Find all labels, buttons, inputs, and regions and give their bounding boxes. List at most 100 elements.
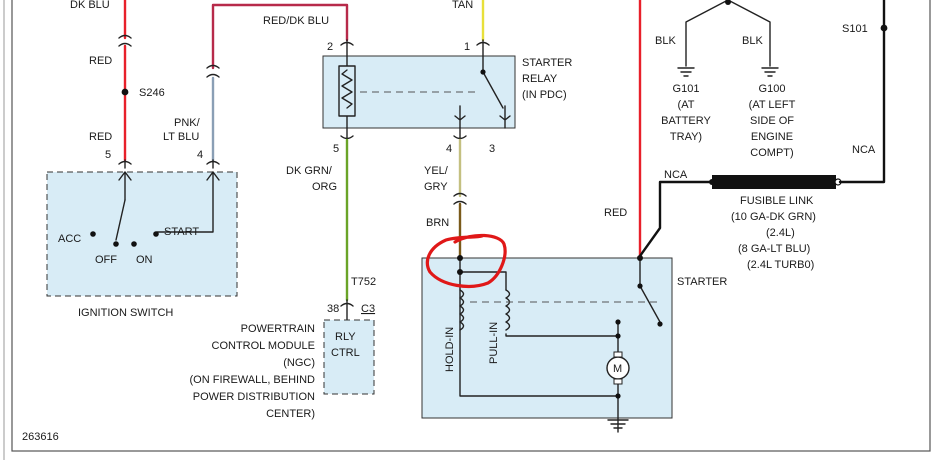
pcm-line2: CONTROL MODULE xyxy=(212,340,316,352)
relay-coil xyxy=(338,55,356,129)
wire-label-gry: GRY xyxy=(424,181,448,193)
relay-pin-1-conn xyxy=(476,39,490,57)
blk-left-label: BLK xyxy=(655,35,676,47)
hand-drawn-annotation xyxy=(425,233,507,288)
relay-pin-3-label: 3 xyxy=(489,143,495,155)
pcm-description: POWERTRAIN CONTROL MODULE (NGC) (ON FIRE… xyxy=(190,323,316,420)
wire-label-pnk: PNK/ xyxy=(174,117,201,129)
starter-node-mid xyxy=(457,269,463,275)
pcm-pin-conn xyxy=(340,299,354,321)
wire-label-red-dk-blu: RED/DK BLU xyxy=(263,15,329,27)
g101-line1: (AT xyxy=(678,99,695,111)
starter-section: HOLD-IN PULL-IN M STARTER xyxy=(421,255,727,433)
g100-line2: SIDE OF xyxy=(750,115,794,127)
fusible-line3: (2.4L) xyxy=(766,227,795,239)
wire-label-yel: YEL/ xyxy=(424,165,449,177)
wire-label-brn: BRN xyxy=(426,217,449,229)
relay-name-2: RELAY xyxy=(522,73,558,85)
g101-ground-icon xyxy=(677,67,695,77)
pcm-line3: (NGC) xyxy=(283,357,315,369)
splice-s246 xyxy=(121,88,129,96)
connector-break-yel xyxy=(453,192,467,205)
g101-label: G101 xyxy=(673,83,700,95)
ground-junction xyxy=(725,0,731,5)
fusible-line1: FUSIBLE LINK xyxy=(740,195,814,207)
hold-in-coil xyxy=(459,289,465,331)
nca-left-label: NCA xyxy=(664,169,688,181)
pcm-line1: POWERTRAIN xyxy=(241,323,315,335)
pcm-conn-label: C3 xyxy=(361,303,375,315)
pin-connector-4 xyxy=(206,159,220,169)
pcm-line6: CENTER) xyxy=(266,408,315,420)
contact-acc xyxy=(90,231,96,237)
wire-label-red-lower: RED xyxy=(89,131,112,143)
starter-node-m3 xyxy=(615,393,621,399)
blk-right-label: BLK xyxy=(742,35,763,47)
wire-nca-to-fuse xyxy=(638,180,714,258)
top-label-dk-blu: DK BLU xyxy=(70,0,110,11)
connector-break-pnk xyxy=(206,64,220,78)
relay-coil-zigzag xyxy=(341,69,353,109)
g100-line4: COMPT) xyxy=(750,147,793,159)
wire-label-lt-blu: LT BLU xyxy=(163,131,199,143)
switch-label-on: ON xyxy=(136,254,153,266)
splice-label-s246: S246 xyxy=(139,87,165,99)
ignition-switch-box xyxy=(46,171,238,297)
pcm-box-line1: RLY xyxy=(335,331,356,343)
relay-name-1: STARTER xyxy=(522,57,572,69)
fusible-link xyxy=(712,175,836,189)
contact-off xyxy=(113,241,119,247)
ground-wires xyxy=(685,0,771,67)
g101-line2: BATTERY xyxy=(661,115,711,127)
switch-label-start: START xyxy=(164,226,199,238)
connector-break-red xyxy=(118,34,132,47)
relay-pin-2-label: 2 xyxy=(327,41,333,53)
starter-battery-node xyxy=(637,255,643,261)
relay-name-3: (IN PDC) xyxy=(522,89,567,101)
relay-pin-5-label: 5 xyxy=(333,143,339,155)
contact-on xyxy=(131,241,137,247)
pin-connector-5 xyxy=(118,159,132,169)
starter-ground-icon xyxy=(607,419,629,433)
pcm-section: T752 38 C3 RLY CTRL POWERTRAIN CONTROL M… xyxy=(190,276,377,420)
starter-node-m1 xyxy=(615,319,621,325)
g100-line3: ENGINE xyxy=(751,131,793,143)
wire-label-red-upper: RED xyxy=(89,55,112,67)
pcm-line5: POWER DISTRIBUTION xyxy=(193,391,315,403)
relay-pin-4-label: 4 xyxy=(446,143,452,155)
top-label-tan: TAN xyxy=(452,0,473,11)
starter-contact-pivot xyxy=(637,283,643,289)
diagram-frame xyxy=(11,0,931,452)
wire-red-dk-blu xyxy=(211,3,349,70)
pcm-box-line2: CTRL xyxy=(331,347,360,359)
relay-pin-4-conn xyxy=(453,127,467,141)
starter-contact-end xyxy=(657,321,663,327)
hold-in-label: HOLD-IN xyxy=(444,327,456,372)
fusible-line4: (8 GA-LT BLU) xyxy=(738,243,810,255)
starter-label: STARTER xyxy=(677,276,727,288)
motor-label: M xyxy=(613,363,622,375)
pull-in-coil xyxy=(505,289,511,331)
fusible-line2: (10 GA-DK GRN) xyxy=(731,211,816,223)
pcm-box xyxy=(323,319,375,395)
ignition-section: RED S246 RED 5 PNK/ LT BLU 4 ACC OFF ON … xyxy=(46,0,349,319)
splice-s101 xyxy=(880,24,888,32)
wire-label-red-starter: RED xyxy=(604,207,627,219)
nca-right-label: NCA xyxy=(852,144,876,156)
wire-label-dk-grn: DK GRN/ xyxy=(286,165,333,177)
motor-brush-bottom xyxy=(613,378,623,385)
ground-labels: G101 (AT BATTERY TRAY) G100 (AT LEFT SID… xyxy=(661,83,795,159)
starter-node-m2 xyxy=(615,333,621,339)
wire-label-org: ORG xyxy=(312,181,337,193)
relay-switch-pivot xyxy=(480,69,486,75)
fuse-end-left xyxy=(709,179,715,185)
switch-blade xyxy=(115,199,126,241)
g101-line3: TRAY) xyxy=(670,131,702,143)
diagram-id: 263616 xyxy=(22,431,59,443)
starter-solenoid-wiring xyxy=(459,257,619,421)
relay-pin-1-label: 1 xyxy=(464,41,470,53)
motor-brush-top xyxy=(613,351,623,358)
starter-node-top xyxy=(457,255,463,261)
splice-label-s101: S101 xyxy=(842,23,868,35)
